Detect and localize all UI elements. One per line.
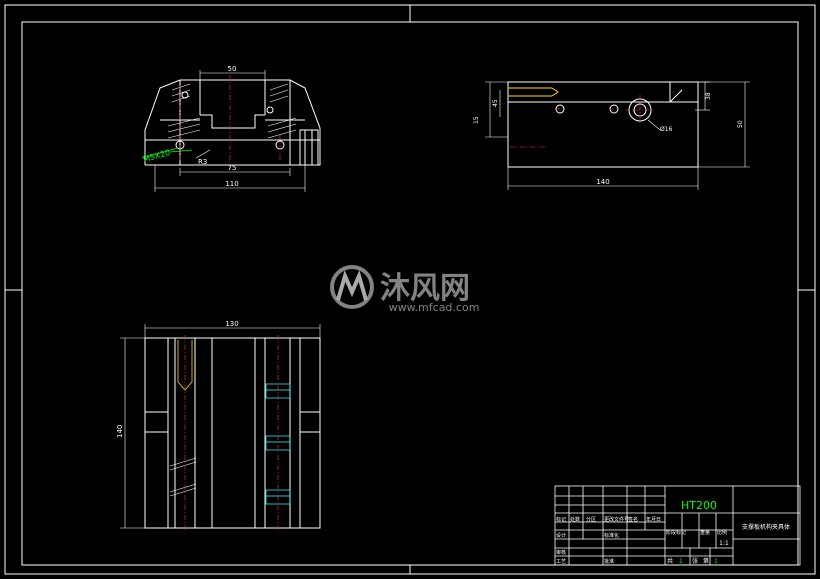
tb-label-process: 工艺 — [556, 559, 566, 565]
tb-label-review: 审核 — [556, 549, 566, 556]
front-view: 50 75 110 R3 M5X20 — [141, 65, 321, 192]
tb-label-approve: 批准 — [604, 558, 614, 565]
tb-label-change-doc: 更改文件号 — [604, 516, 629, 523]
tb-label-count: 处数 — [570, 516, 580, 523]
top-view: 130 140 — [116, 320, 321, 530]
side-dim-small-height: 38 — [705, 92, 712, 100]
front-dim-bottom-overall: 110 — [225, 180, 238, 188]
watermark-logo-icon — [330, 265, 374, 309]
title-block: 标记 处数 分区 更改文件号 签名 年月日 设计 标准化 审核 工艺 批准 HT… — [554, 485, 801, 566]
watermark-url: www.mfcad.com — [389, 301, 480, 314]
top-dim-height: 140 — [116, 425, 124, 438]
sheet-border — [4, 4, 816, 575]
tb-label-zone: 分区 — [586, 516, 596, 523]
side-dim-hole-left: 45 — [492, 99, 499, 107]
tb-label-signature: 签名 — [628, 516, 638, 523]
tb-drawing-name: 支撑板机构夹具体 — [742, 523, 790, 531]
tb-label-standardize: 标准化 — [604, 532, 619, 539]
side-dim-left-offset: 15 — [473, 116, 480, 124]
front-thread-label: M5X20 — [142, 148, 171, 164]
tb-label-weight: 重量 — [700, 529, 710, 536]
side-dim-hole-diameter: Ø16 — [660, 126, 673, 133]
front-dim-bottom-inner: 75 — [228, 164, 237, 172]
front-dim-top: 50 — [228, 65, 237, 73]
tb-sheet-num: 1 — [714, 558, 718, 565]
side-dim-width: 140 — [596, 178, 609, 186]
tb-scale: 1:1 — [719, 540, 729, 547]
watermark-brand: 沐风网 — [380, 271, 470, 306]
top-dim-width: 130 — [225, 320, 238, 328]
tb-material: HT200 — [681, 499, 717, 512]
tb-label-scale: 比例 — [717, 529, 727, 536]
tb-sheet-total: 1 — [679, 558, 683, 565]
tb-label-sheets: 张 — [692, 557, 698, 565]
tb-label-mark: 标记 — [556, 516, 566, 523]
front-radius-label: R3 — [198, 158, 207, 166]
tb-label-stage-mark: 阶段标记 — [666, 529, 686, 536]
tb-label-total: 共 — [667, 557, 673, 565]
tb-label-page: 第 — [703, 557, 709, 565]
side-view: 38 45 15 50 Ø16 140 — [473, 81, 750, 190]
tb-label-date: 年月日 — [646, 516, 661, 523]
watermark: 沐风网 www.mfcad.com — [330, 265, 480, 314]
tb-label-design: 设计 — [556, 532, 566, 539]
side-dim-total-height: 50 — [737, 120, 744, 128]
